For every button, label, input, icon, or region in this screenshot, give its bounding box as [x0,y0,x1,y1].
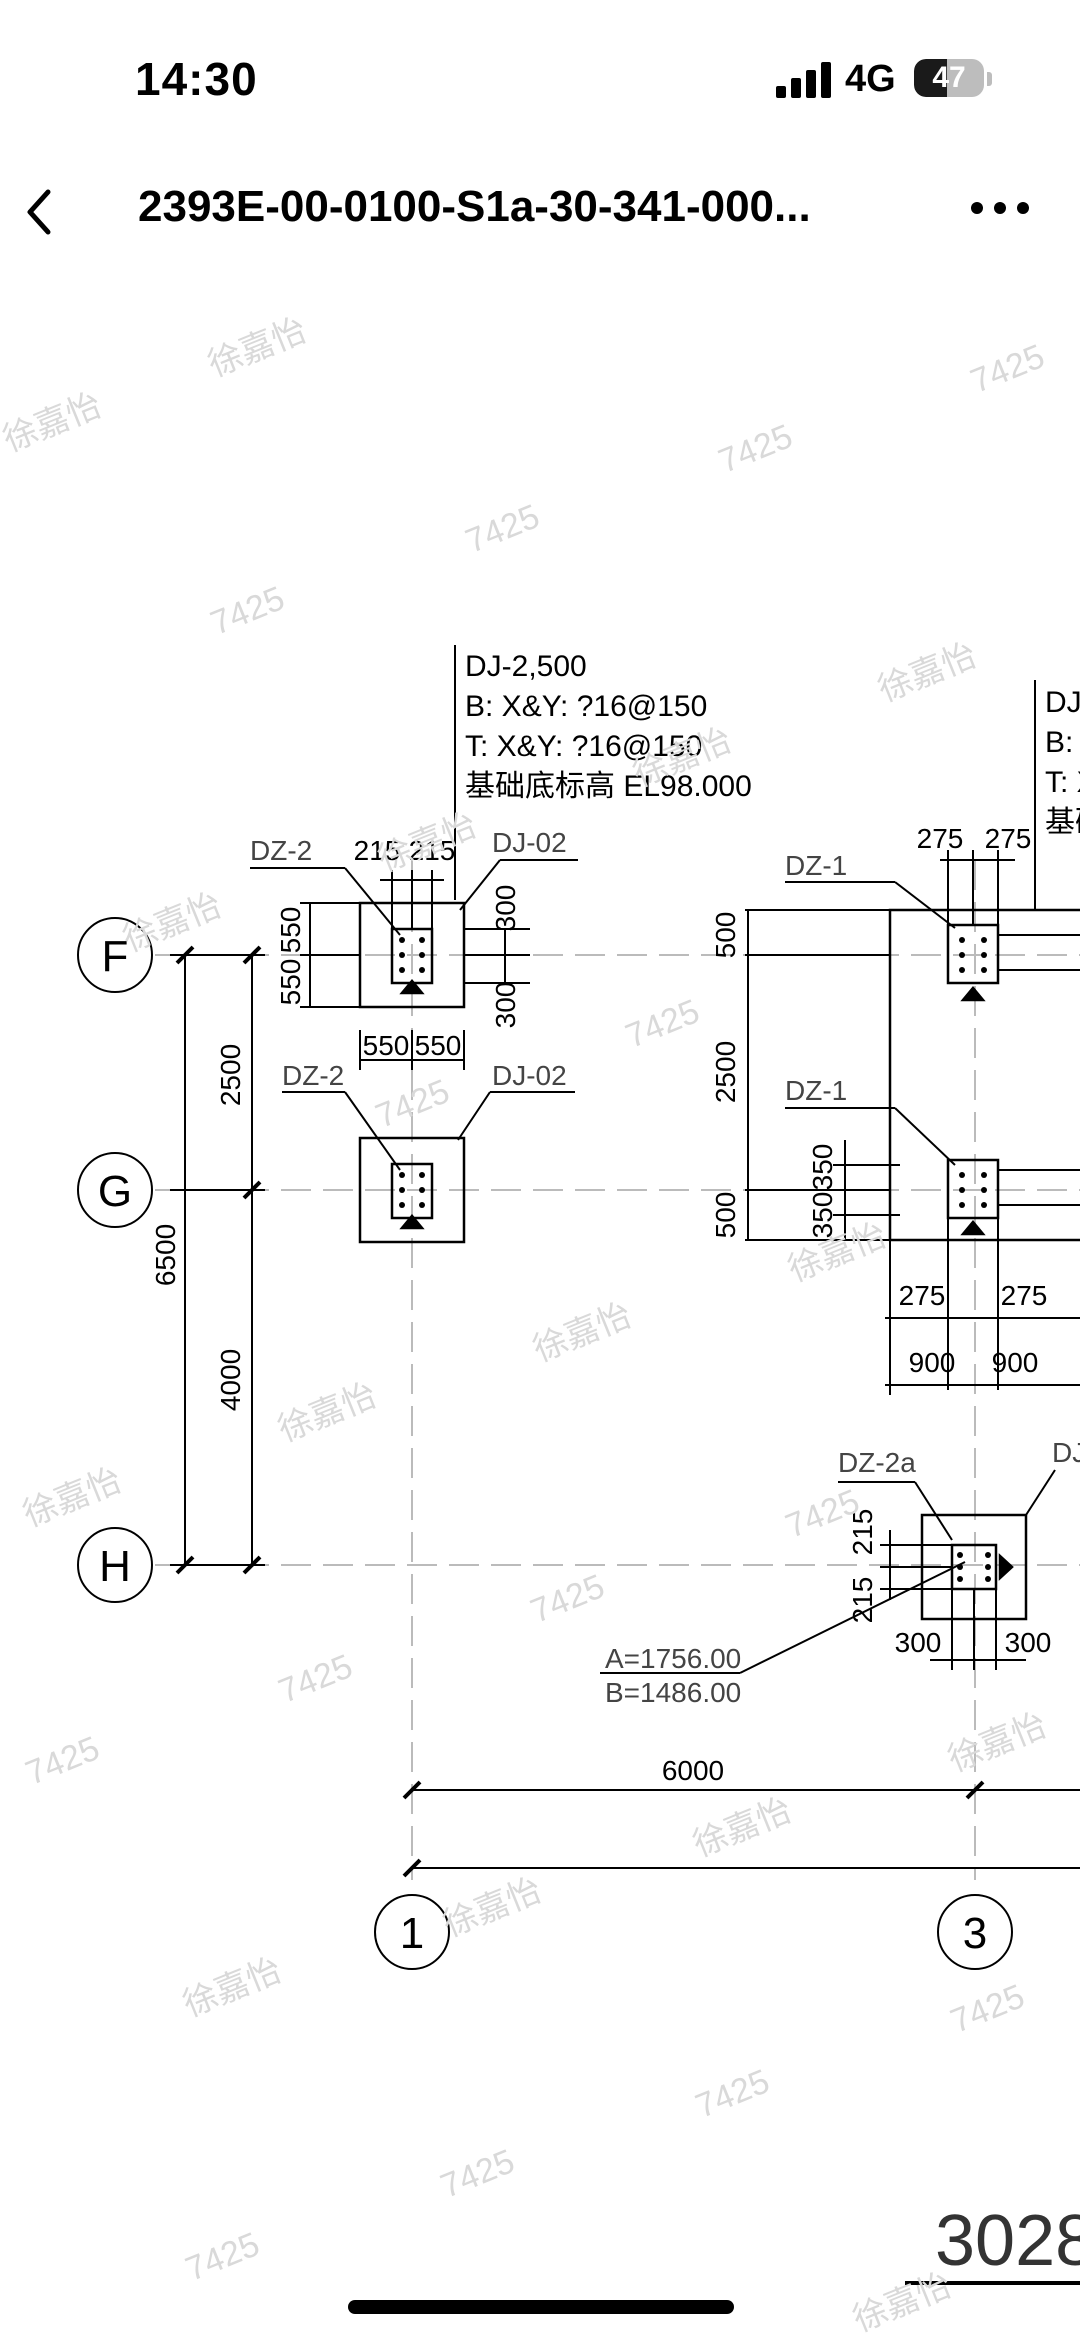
dim-350-a: 350 [807,1144,838,1191]
label-dz1-top: DZ-1 [785,850,847,881]
dim-275-d: 275 [1001,1280,1048,1311]
axis-label-g: G [98,1167,132,1216]
nav-bar: 2393E-00-0100-S1a-30-341-000... [0,160,1080,260]
dim-215-d: 215 [847,1577,878,1624]
dim-215-b: 215 [409,835,456,866]
document-title: 2393E-00-0100-S1a-30-341-000... [138,182,811,231]
dim-550-c: 550 [363,1030,410,1061]
note-right-line2: B: X [1045,726,1080,759]
dim-300-a: 300 [490,885,521,932]
note-right-line1: DJ [1045,686,1080,719]
dim-215-c: 215 [847,1509,878,1556]
sheet-number: 3028 [935,2201,1080,2281]
note-dj2-line4: 基础底标高 EL98.000 [465,770,752,803]
label-dz1-mid: DZ-1 [785,1075,847,1106]
signal-icon [776,62,831,98]
drawing-canvas[interactable]: F G H 1 3 6500 2500 4000 [0,260,1080,2300]
dim-500-a: 500 [710,912,741,959]
axis-bubble-f [77,917,153,993]
label-dz2a: DZ-2a [838,1447,916,1478]
note-right-line4: 基础 [1045,806,1080,839]
dim-275-a: 275 [917,823,964,854]
dim-550-a: 550 [275,907,306,954]
dim-215-a: 215 [354,835,401,866]
cad-drawing: F G H 1 3 6500 2500 4000 [77,645,1080,2285]
dim-300-c: 300 [895,1627,942,1658]
dim-300-d: 300 [1005,1627,1052,1658]
home-indicator[interactable] [348,2300,734,2314]
dim-275-b: 275 [985,823,1032,854]
leader-lines-mid [282,1091,575,1171]
foundation-dz1-pair [888,908,1080,1242]
axis-bubble-1 [374,1894,450,1970]
battery-level: 47 [932,61,966,94]
dim-2500-left: 2500 [215,1044,246,1106]
dim-lines-dj02-top [250,645,578,1070]
axis-bubbles [77,917,1013,1970]
dim-550-d: 550 [415,1030,462,1061]
label-dz2-mid: DZ-2 [282,1060,344,1091]
dim-300-b: 300 [490,982,521,1029]
dim-4000: 4000 [215,1349,246,1411]
coord-a: A=1756.00 [605,1643,741,1674]
axis-bubble-3 [937,1894,1013,1970]
rebar-dots-dz1 [959,937,987,1208]
dim-275-c: 275 [899,1280,946,1311]
bottom-dimension-lines [402,1780,1080,1878]
more-dots-icon[interactable] [965,188,1035,228]
status-time: 14:30 [135,53,258,105]
axis-label-3: 3 [963,1909,987,1958]
label-dj02-mid: DJ-02 [492,1060,567,1091]
foundation-dj02-mid [358,1136,466,1244]
axis-label-1: 1 [400,1909,424,1958]
axis-bubble-h [77,1527,153,1603]
network-label: 4G [845,58,896,100]
status-bar: 14:30 4G 47 [0,0,1080,150]
rebar-dots-mid [399,1172,425,1208]
label-dj-clipped: DJ [1052,1437,1080,1468]
note-dj2-line1: DJ-2,500 [465,650,587,683]
dim-lines-dz1 [745,680,1080,1395]
dim-900-a: 900 [909,1347,956,1378]
rebar-dots-top [399,937,425,973]
chevron-left-icon[interactable] [10,182,70,242]
axis-label-h: H [99,1542,131,1591]
rebar-dots-dz2a [957,1552,991,1582]
note-right-line3: T: X [1045,766,1080,799]
dim-350-b: 350 [807,1192,838,1239]
dim-6500: 6500 [150,1224,181,1286]
axis-label-f: F [102,932,129,981]
battery-cap [987,72,992,86]
axis-bubble-g [77,1152,153,1228]
coord-b: B=1486.00 [605,1677,741,1708]
dim-500-b: 500 [710,1192,741,1239]
dim-2500-right: 2500 [710,1041,741,1103]
dim-6000: 6000 [662,1755,724,1786]
dim-900-b: 900 [992,1347,1039,1378]
note-dj2-line3: T: X&Y: ?16@150 [465,730,702,763]
label-dj02-top: DJ-02 [492,827,567,858]
dim-lines-dz2a [600,1469,1056,1674]
dim-550-b: 550 [275,959,306,1006]
label-dz2-top: DZ-2 [250,835,312,866]
note-dj2-line2: B: X&Y: ?16@150 [465,690,707,723]
battery-icon: 47 [914,59,984,97]
left-dimension-lines [170,945,265,1575]
